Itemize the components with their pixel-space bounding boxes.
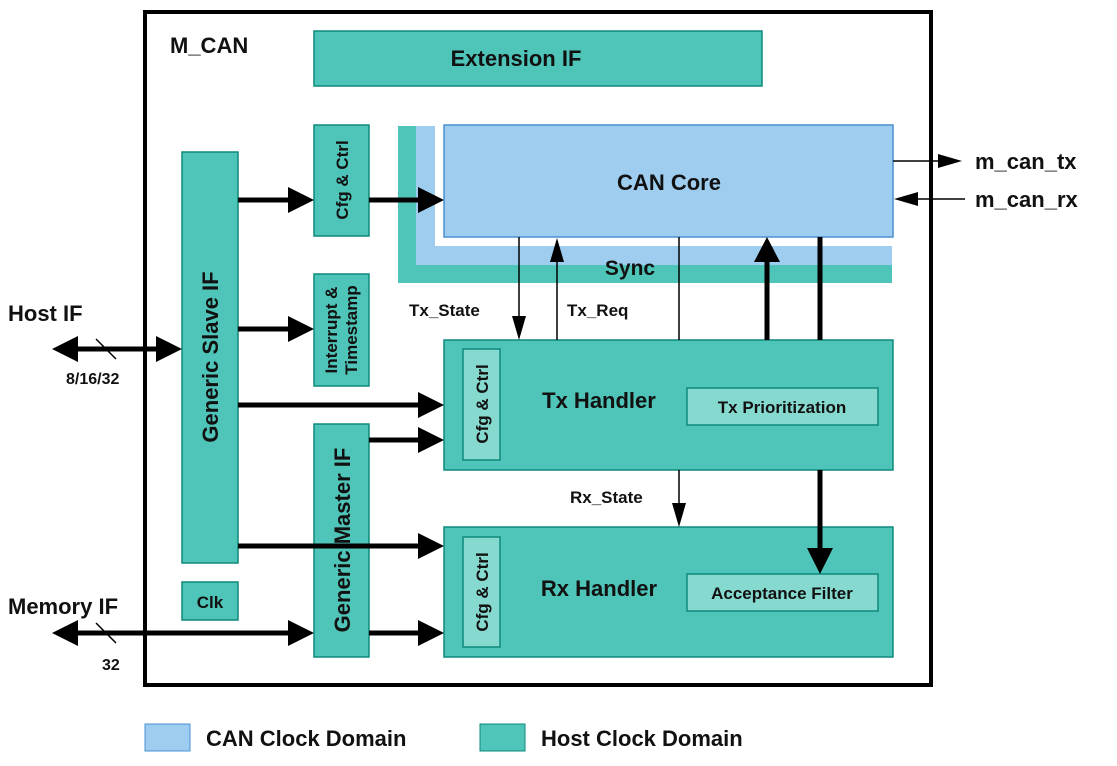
rx-state-label: Rx_State — [570, 488, 643, 507]
interrupt-label-line2: Timestamp — [342, 285, 361, 374]
legend-can-swatch — [144, 723, 191, 752]
rx-handler-label: Rx Handler — [541, 576, 658, 601]
extension-if-label: Extension IF — [451, 46, 582, 71]
m-can-rx-label: m_can_rx — [975, 187, 1079, 212]
acceptance-filter-block[interactable] — [686, 573, 879, 612]
interrupt-timestamp-block[interactable] — [313, 273, 370, 387]
tx-state-label: Tx_State — [409, 301, 480, 320]
tx-cfg-ctrl-block[interactable] — [462, 348, 501, 461]
m-can-tx-label: m_can_tx — [975, 149, 1077, 174]
generic-master-if-block[interactable] — [313, 423, 370, 658]
cfg-ctrl-label: Cfg & Ctrl — [333, 140, 352, 219]
generic-slave-if-label: Generic Slave IF — [198, 271, 223, 442]
tx-handler-label: Tx Handler — [542, 388, 656, 413]
acceptance-filter-label: Acceptance Filter — [711, 584, 853, 603]
sync-host-layer — [398, 126, 892, 283]
sync-label: Sync — [605, 257, 656, 280]
legend-can-label: CAN Clock Domain — [206, 726, 406, 751]
rx-cfg-ctrl-block[interactable] — [462, 536, 501, 648]
m-can-title: M_CAN — [170, 33, 248, 58]
tx-cfg-ctrl-label: Cfg & Ctrl — [473, 364, 492, 443]
clk-block[interactable] — [181, 581, 239, 621]
tx-req-label: Tx_Req — [567, 301, 628, 320]
legend-host-swatch — [479, 723, 526, 752]
signal-arrows — [95, 154, 965, 644]
legend-host-label: Host Clock Domain — [541, 726, 743, 751]
can-core-block[interactable] — [443, 124, 894, 238]
bus-arrows — [52, 187, 833, 646]
host-bus-width-label: 8/16/32 — [66, 371, 119, 388]
memory-if-label: Memory IF — [8, 594, 118, 619]
tx-prioritization-label: Tx Prioritization — [718, 398, 846, 417]
cfg-ctrl-block[interactable] — [313, 124, 370, 237]
clk-label: Clk — [197, 593, 224, 612]
tx-prioritization-block[interactable] — [686, 387, 879, 426]
generic-master-if-label: Generic Master IF — [330, 448, 355, 633]
interrupt-label-line1: Interrupt & — [322, 287, 341, 374]
extension-if-block[interactable] — [313, 30, 763, 87]
host-if-label: Host IF — [8, 301, 83, 326]
memory-bus-width-label: 32 — [102, 657, 120, 674]
can-core-label: CAN Core — [617, 170, 721, 195]
generic-slave-if-block[interactable] — [181, 151, 239, 564]
rx-cfg-ctrl-label: Cfg & Ctrl — [473, 552, 492, 631]
sync-can-layer — [416, 126, 892, 265]
